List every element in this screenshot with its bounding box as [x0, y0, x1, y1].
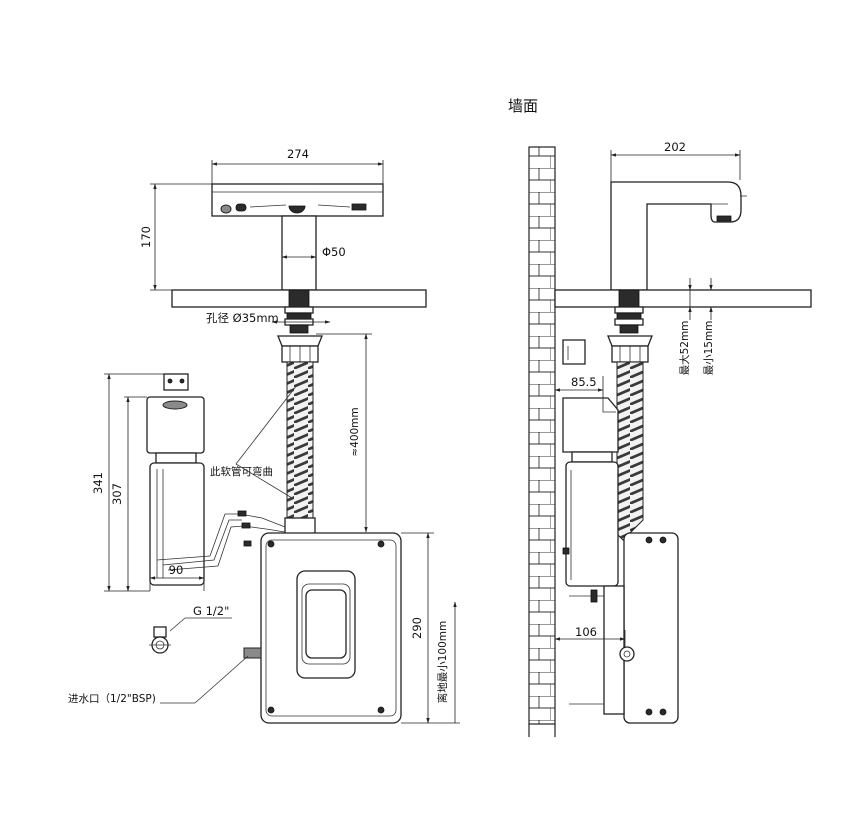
dimension-90: 90 [149, 563, 205, 591]
dimension-counter-thickness: 最大52mm 最小15mm [678, 278, 715, 375]
dim-90-label: 90 [169, 563, 184, 577]
g-half-label: G 1/2" [193, 604, 229, 618]
g-half-detail: G 1/2" [149, 604, 232, 654]
cables-front [156, 510, 286, 571]
side-view: 墙面 202 最大52mm [508, 97, 812, 737]
dimension-290: 290 离地最小100mm [401, 532, 460, 724]
wall-bracket-side [562, 339, 586, 365]
solenoid-box-side [562, 532, 679, 724]
faucet-spout-front [211, 183, 384, 217]
dim-307-label: 307 [110, 483, 124, 505]
faucet-side [610, 181, 747, 291]
hose-note-label: 此软管可弯曲 [210, 465, 273, 478]
dimension-307: 307 [110, 396, 147, 592]
faucet-body-front [281, 215, 317, 291]
hose-nut-front [277, 335, 323, 363]
wall-label: 墙面 [508, 97, 538, 115]
dimension-106: 106 [554, 625, 626, 648]
dimension-202: 202 [610, 140, 741, 182]
dimension-hose-400: ≈400mm [316, 333, 372, 533]
dimension-dia-50: Φ50 [281, 245, 346, 259]
dim-202-label: 202 [664, 140, 686, 154]
mounting-shank-front [284, 289, 314, 334]
dimension-85-5: 85.5 [554, 375, 604, 398]
floor-min-label: 离地最小100mm [436, 621, 449, 704]
dimension-274: 274 [211, 147, 384, 186]
dimension-hole: 孔径 Ø35mm [206, 311, 331, 325]
countertop-side [554, 289, 812, 308]
dimension-170: 170 [139, 183, 212, 291]
brick-wall [528, 146, 556, 737]
control-unit-front [146, 373, 205, 586]
inlet-fitting-front [243, 647, 262, 659]
control-unit-side [562, 397, 619, 587]
hose-len-label: ≈400mm [349, 407, 361, 456]
max-52-label: 最大52mm [678, 321, 691, 376]
solenoid-box-front [260, 532, 402, 724]
min-15-label: 最小15mm [703, 321, 715, 376]
inlet-note: 进水口（1/2"BSP) [68, 655, 249, 705]
dim-290-label: 290 [410, 617, 424, 639]
dim-341-label: 341 [91, 472, 105, 494]
dim-dia-50-label: Φ50 [322, 245, 346, 259]
dim-170-label: 170 [139, 226, 153, 248]
dim-85-5-label: 85.5 [571, 375, 597, 389]
dim-274-label: 274 [287, 147, 309, 161]
hose-note: 此软管可弯曲 [210, 384, 298, 499]
hole-dia-label: 孔径 Ø35mm [206, 311, 279, 325]
dim-106-label: 106 [575, 625, 597, 639]
inlet-label: 进水口（1/2"BSP) [68, 693, 156, 705]
front-view: 274 170 Φ50 [68, 147, 460, 724]
mounting-shank-side [607, 289, 653, 363]
flexible-hose-front [286, 361, 314, 519]
